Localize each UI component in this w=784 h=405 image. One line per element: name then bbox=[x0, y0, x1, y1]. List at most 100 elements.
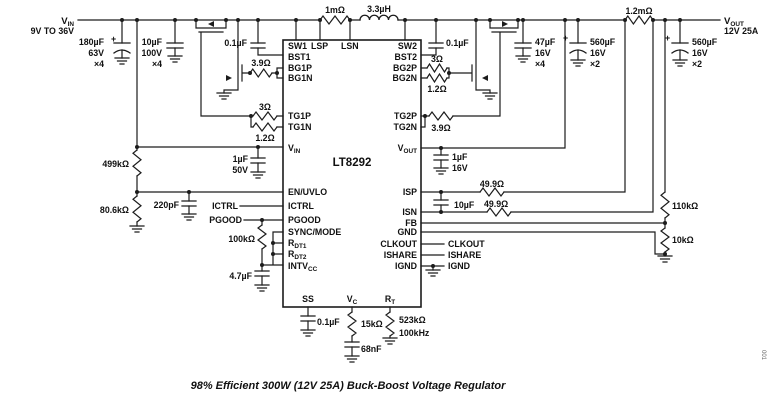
pin-isn: ISN bbox=[402, 207, 417, 217]
pin-en-uvlo: EN/UVLO bbox=[288, 187, 327, 197]
ictrl-signal-label: ICTRL bbox=[212, 201, 239, 211]
cbst1-value: 0.1µF bbox=[224, 38, 247, 48]
ignd-signal-label: IGND bbox=[448, 261, 470, 271]
cout-cer-voltage: 16V bbox=[535, 48, 551, 58]
cout-cer-value: 47µF bbox=[535, 37, 556, 47]
cout-bulk2-plus: + bbox=[665, 33, 670, 43]
ic-outline bbox=[282, 39, 422, 308]
pin-vin: VIN bbox=[288, 143, 301, 155]
vin-rail-label: VIN bbox=[61, 16, 74, 28]
pin-fb: FB bbox=[405, 218, 417, 228]
ruv-bot-value: 80.6kΩ bbox=[100, 205, 129, 215]
pin-tg2n: TG2N bbox=[394, 122, 417, 132]
pin-tg2p: TG2P bbox=[394, 111, 417, 121]
rsense-out-value: 1.2mΩ bbox=[625, 6, 652, 16]
rtg1p-value: 3Ω bbox=[259, 102, 271, 112]
cbst2-value: 0.1µF bbox=[446, 38, 469, 48]
rpgood-value: 100kΩ bbox=[228, 234, 255, 244]
pin-bst1: BST1 bbox=[288, 52, 311, 62]
rvc-value: 15kΩ bbox=[361, 319, 383, 329]
cisp-value: 10µF bbox=[454, 200, 475, 210]
pin-tg1n: TG1N bbox=[288, 122, 311, 132]
cout-bulk2-voltage: 16V bbox=[692, 48, 708, 58]
cintvcc-value: 4.7µF bbox=[229, 271, 252, 281]
pin-bg2p: BG2P bbox=[393, 63, 417, 73]
pin-ishare: ISHARE bbox=[384, 250, 417, 260]
pin-rt: RT bbox=[385, 294, 395, 306]
ruv-top-value: 499kΩ bbox=[102, 159, 129, 169]
pin-lsp: LSP bbox=[311, 41, 328, 51]
risn-value: 49.9Ω bbox=[484, 199, 508, 209]
cvout-voltage: 16V bbox=[452, 163, 468, 173]
cvout-value: 1µF bbox=[452, 152, 468, 162]
cvin-value: 1µF bbox=[233, 154, 249, 164]
rtg1n-value: 1.2Ω bbox=[255, 133, 274, 143]
cout-cer-count: ×4 bbox=[535, 59, 545, 69]
junction-dots bbox=[120, 18, 682, 268]
cin-cer-voltage: 100V bbox=[141, 48, 162, 58]
rtg2-value: 3.9Ω bbox=[431, 123, 450, 133]
ground-symbols bbox=[114, 55, 688, 363]
pin-ignd: IGND bbox=[395, 261, 417, 271]
pin-rdt2: RDT2 bbox=[288, 249, 307, 261]
mosfet-bottom-left-arrow-icon bbox=[226, 75, 232, 81]
pin-sync-mode: SYNC/MODE bbox=[288, 227, 341, 237]
cout-bulk2-count: ×2 bbox=[692, 59, 702, 69]
pin-vc: VC bbox=[347, 294, 358, 306]
pin-sw1: SW1 bbox=[288, 41, 307, 51]
cin-bulk-value: 180µF bbox=[79, 37, 105, 47]
rfb-top-value: 110kΩ bbox=[672, 201, 698, 211]
pin-bst2: BST2 bbox=[395, 52, 418, 62]
pin-ss: SS bbox=[302, 294, 314, 304]
pin-gnd: GND bbox=[397, 227, 417, 237]
rrt-frequency: 100kHz bbox=[399, 328, 430, 338]
cvc-value: 68nF bbox=[361, 344, 382, 354]
css-value: 0.1µF bbox=[317, 317, 340, 327]
cin-cer-value: 10µF bbox=[142, 37, 163, 47]
cout-bulk1-value: 560µF bbox=[590, 37, 616, 47]
rrt-value: 523kΩ bbox=[399, 315, 426, 325]
cin-bulk-count: ×4 bbox=[94, 59, 104, 69]
cout-bulk1-count: ×2 bbox=[590, 59, 600, 69]
rbg2n-value: 1.2Ω bbox=[427, 84, 446, 94]
cout-bulk1-plus: + bbox=[563, 33, 568, 43]
pin-bg2n: BG2N bbox=[393, 73, 417, 83]
ic-part-number: LT8292 bbox=[333, 157, 372, 169]
mosfet-top-right-arrow-icon bbox=[502, 21, 508, 27]
mosfet-top-left-arrow-icon bbox=[208, 21, 214, 27]
cvin-voltage: 50V bbox=[232, 165, 248, 175]
pin-isp: ISP bbox=[403, 187, 417, 197]
pin-ictrl: ICTRL bbox=[288, 201, 315, 211]
pin-pgood: PGOOD bbox=[288, 215, 321, 225]
inductor-symbol bbox=[359, 14, 399, 21]
rsense-left-value: 1mΩ bbox=[325, 5, 345, 15]
clkout-signal-label: CLKOUT bbox=[448, 239, 485, 249]
pin-sw2: SW2 bbox=[398, 41, 417, 51]
vout-rating-label: 12V 25A bbox=[724, 26, 759, 36]
pin-lsn: LSN bbox=[341, 41, 359, 51]
pin-intvcc: INTVCC bbox=[288, 261, 318, 273]
cin-bulk-plus: + bbox=[111, 34, 116, 44]
rbg1-value: 3.9Ω bbox=[251, 58, 270, 68]
resistor-symbols bbox=[132, 14, 670, 337]
vout-rail-label: VOUT bbox=[724, 16, 744, 28]
pin-clkout: CLKOUT bbox=[380, 239, 417, 249]
pin-tg1p: TG1P bbox=[288, 111, 311, 121]
rfb-bot-value: 10kΩ bbox=[672, 235, 694, 245]
pgood-signal-label: PGOOD bbox=[209, 215, 242, 225]
ishare-signal-label: ISHARE bbox=[448, 250, 481, 260]
schematic-caption: 98% Efficient 300W (12V 25A) Buck-Boost … bbox=[191, 380, 507, 392]
cen-value: 220pF bbox=[154, 200, 180, 210]
pin-vout: VOUT bbox=[398, 143, 417, 155]
pin-bg1n: BG1N bbox=[288, 73, 312, 83]
corner-note: 001 bbox=[760, 350, 766, 361]
inductor-value: 3.3µH bbox=[367, 4, 391, 14]
mosfet-bottom-right-arrow-icon bbox=[482, 75, 488, 81]
cout-bulk1-voltage: 16V bbox=[590, 48, 606, 58]
pin-bg1p: BG1P bbox=[288, 63, 312, 73]
cout-bulk2-value: 560µF bbox=[692, 37, 718, 47]
cin-bulk-voltage: 63V bbox=[88, 48, 104, 58]
vin-range-label: 9V TO 36V bbox=[31, 26, 74, 36]
